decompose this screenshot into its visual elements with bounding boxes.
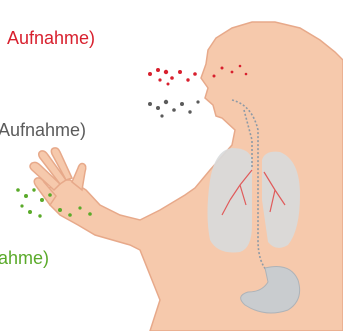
dermal-uptake-label: ahme) [0,248,49,268]
inhalation-particles [148,100,200,118]
oral-uptake-label: Aufnahme) [7,28,95,48]
inhalation-uptake-label: Aufnahme) [0,120,86,140]
